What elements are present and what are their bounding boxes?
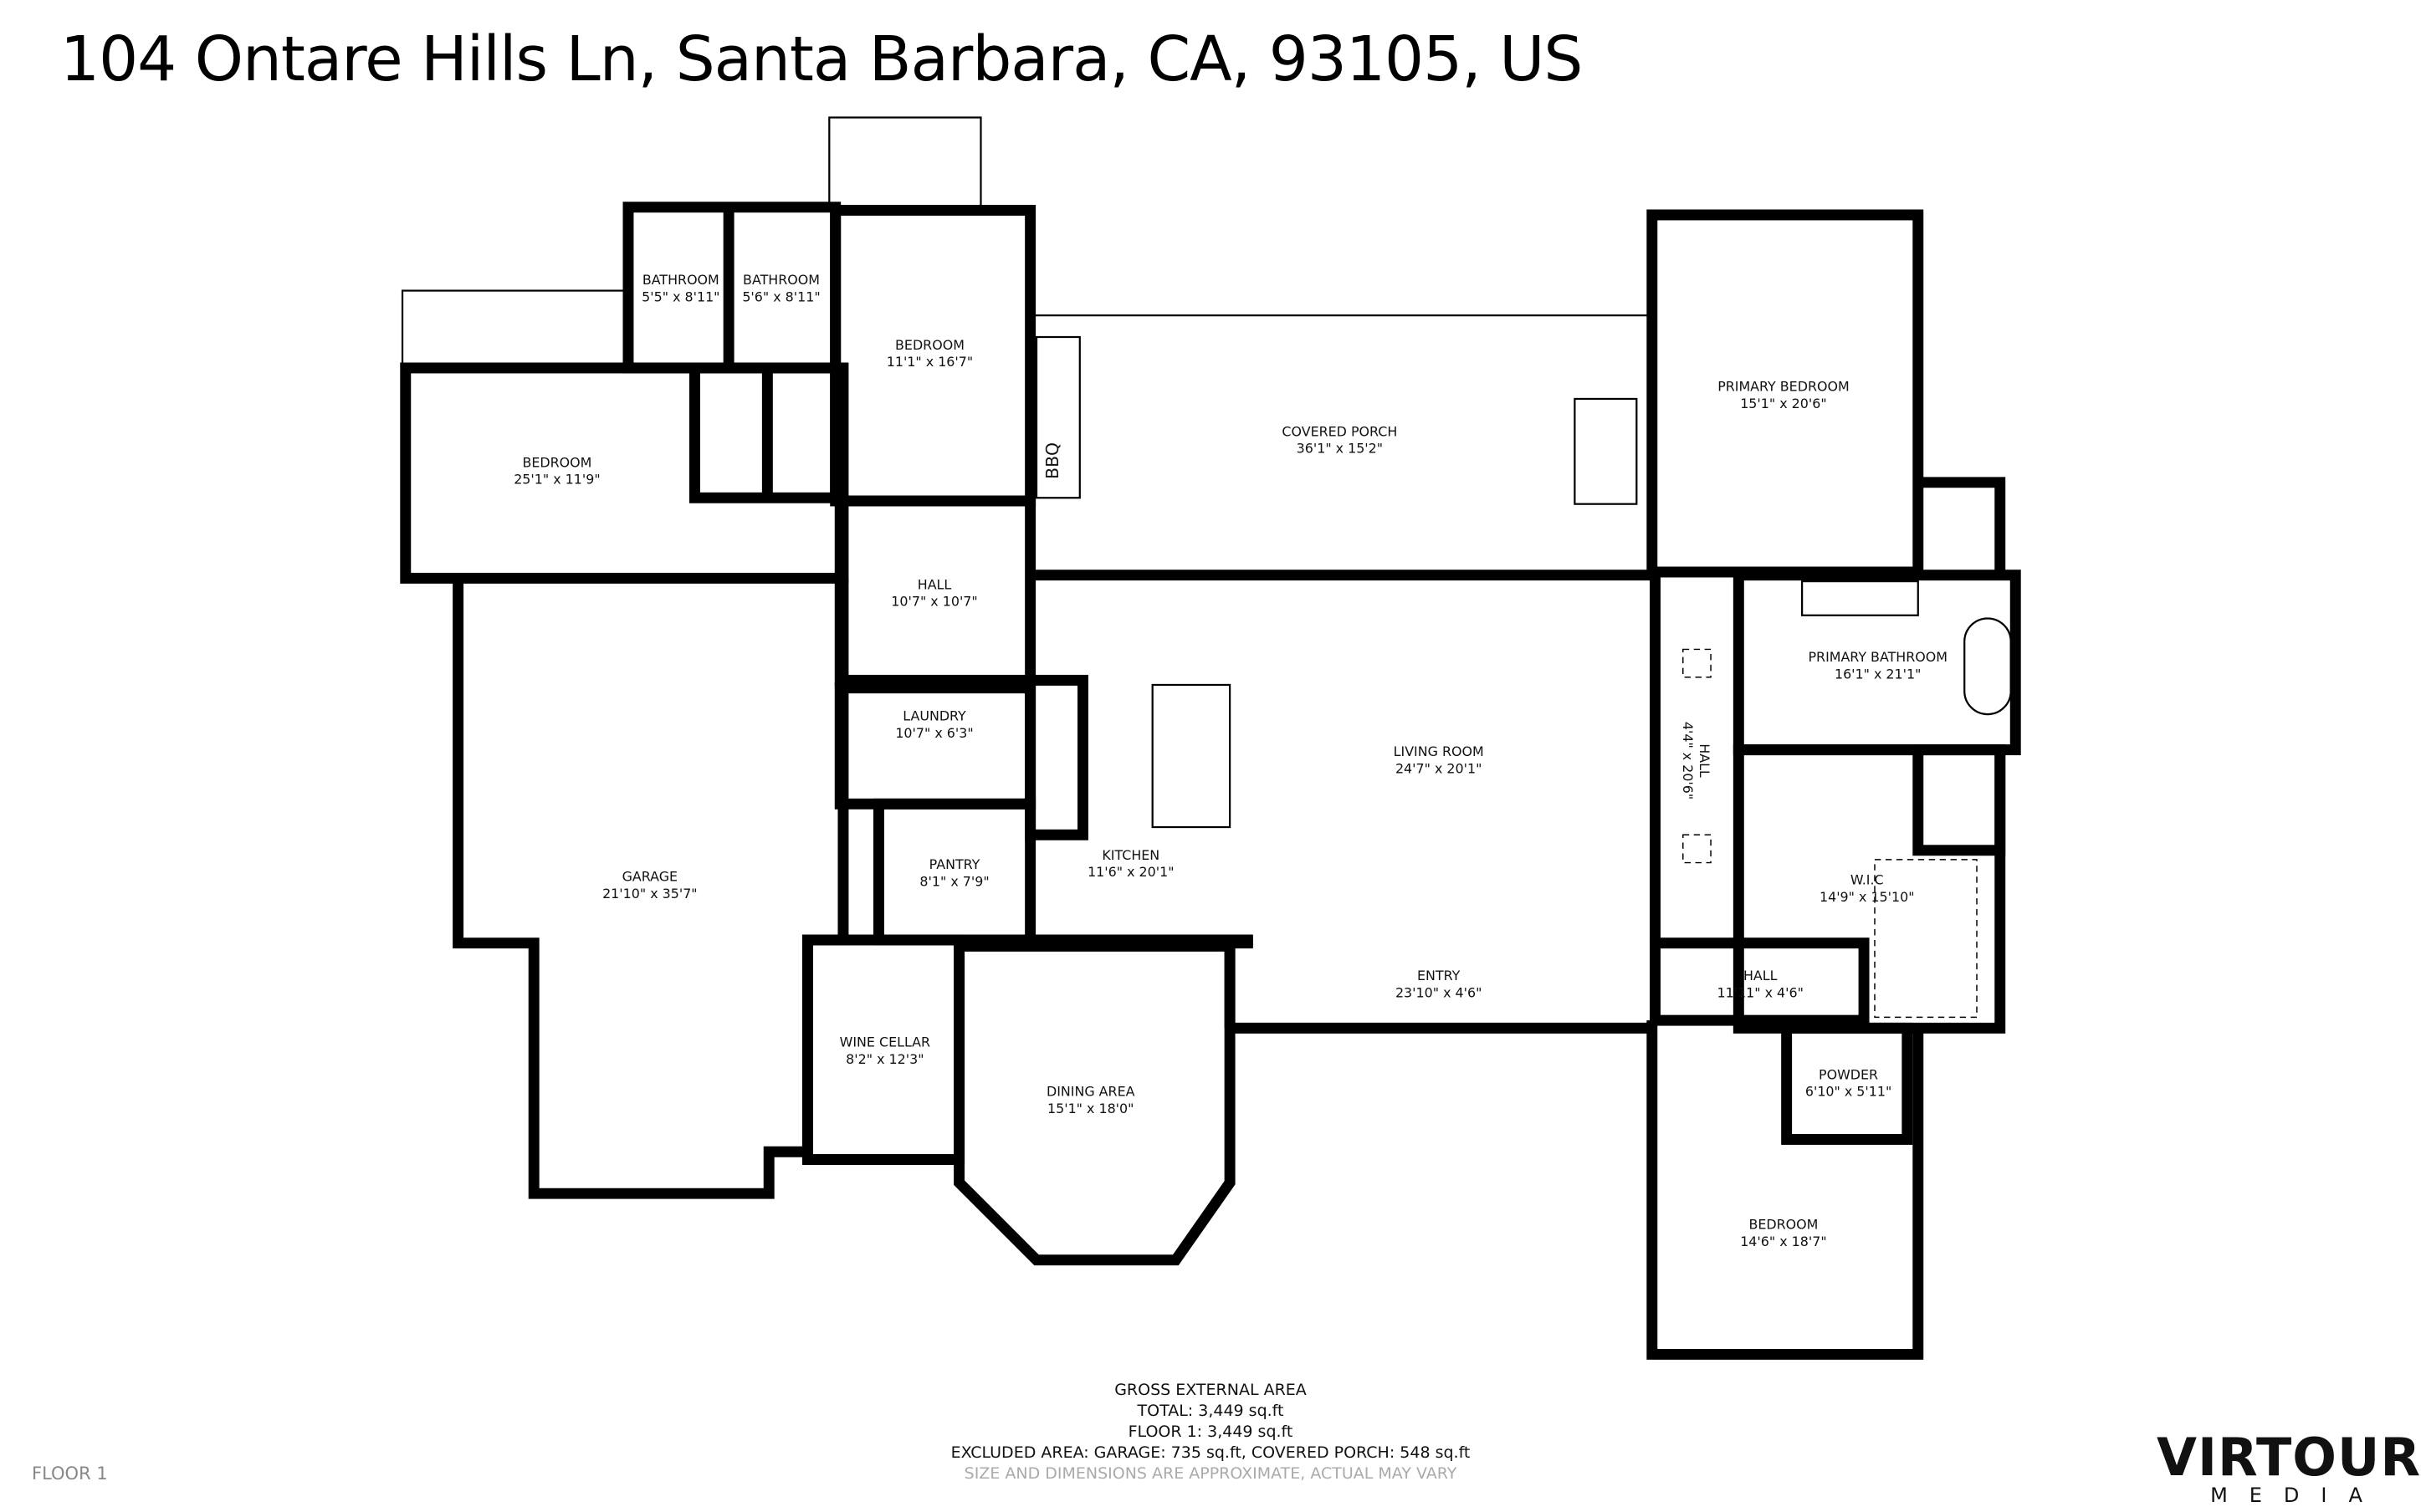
room-name: PANTRY [929,856,980,872]
room-dims: 11'6" x 20'1" [1088,864,1174,880]
logo-top: VIRTOUR [2157,1427,2421,1488]
room-name: BEDROOM [1748,1217,1818,1233]
skylight [1682,834,1712,864]
room-name: HALL [1743,968,1778,983]
room-dims: 10'7" x 10'7" [891,594,977,610]
room-dims: 14'6" x 18'7" [1740,1234,1826,1249]
room-dims: 24'7" x 20'1" [1395,760,1482,776]
virtour-logo: VIRTOUR MEDIA [2157,1427,2421,1508]
bbq-label: BBQ [1042,442,1062,479]
property-address-title: 104 Ontare Hills Ln, Santa Barbara, CA, … [60,23,1583,95]
floor-label: FLOOR 1 [32,1463,108,1484]
bbq-counter [1035,335,1081,499]
room-name: BATHROOM [642,272,719,288]
room-dims: 5'5" x 8'11" [642,289,719,304]
room-name: PRIMARY BATHROOM [1808,649,1947,665]
room-name: LAUNDRY [903,707,966,723]
area-total: TOTAL: 3,449 sq.ft [1137,1402,1284,1420]
room-name: KITCHEN [1102,847,1159,863]
room-name: BEDROOM [522,454,591,470]
room-dims: 25'1" x 11'9" [514,472,600,488]
room-dims: 6'10" x 5'11" [1805,1084,1891,1100]
skylight [1682,648,1712,678]
room-labels: BEDROOM 25'1" x 11'9" BATHROOM 5'5" x 8'… [514,272,1948,1249]
room-dims: 16'1" x 21'1" [1835,667,1921,682]
bathtub [1963,617,2012,716]
room-name: BEDROOM [895,337,965,353]
room-dims: 8'1" x 7'9" [919,873,989,889]
room-dims: 14'9" x 15'10" [1820,889,1915,905]
room-dims: 4'4" x 20'6" [1680,722,1696,799]
area-excluded: EXCLUDED AREA: GARAGE: 735 sq.ft, COVERE… [950,1443,1471,1462]
room-dims: 15'1" x 18'0" [1047,1101,1134,1116]
room-dims: 15'1" x 20'6" [1740,396,1826,411]
closet-shelving [1874,859,1978,1019]
disclaimer: SIZE AND DIMENSIONS ARE APPROXIMATE, ACT… [964,1464,1457,1483]
room-dims: 8'2" x 12'3" [846,1051,924,1067]
room-name: HALL [1697,743,1712,778]
room-name: ENTRY [1417,968,1461,983]
room-name: GARAGE [622,869,678,885]
room-name: LIVING ROOM [1394,743,1484,759]
room-name: HALL [918,576,952,592]
room-dims: 11'11" x 4'6" [1717,984,1803,1000]
vanity [1801,580,1919,616]
room-dims: 21'10" x 35'7" [602,886,698,902]
room-name: PRIMARY BEDROOM [1717,379,1849,395]
area-heading: GROSS EXTERNAL AREA [1114,1381,1307,1399]
fixtures [1151,580,2012,1019]
room-name: COVERED PORCH [1282,423,1397,439]
room-name: POWDER [1819,1066,1878,1082]
area-floor1: FLOOR 1: 3,449 sq.ft [1128,1423,1293,1441]
room-name: BATHROOM [743,272,820,288]
room-dims: 10'7" x 6'3" [895,725,973,741]
room-dims: 23'10" x 4'6" [1395,984,1482,1000]
room-dims: 5'6" x 8'11" [742,289,820,304]
room-name: DINING AREA [1047,1084,1135,1100]
room-dims: 36'1" x 15'2" [1297,441,1383,457]
room-name: WINE CELLAR [840,1034,930,1050]
walls [400,202,2021,1360]
logo-bottom: MEDIA [2210,1484,2384,1507]
room-dims: 11'1" x 16'7" [887,354,973,370]
room-name: W.I.C [1850,871,1884,887]
porch-fireplace [1574,397,1638,505]
kitchen-island [1151,683,1231,829]
